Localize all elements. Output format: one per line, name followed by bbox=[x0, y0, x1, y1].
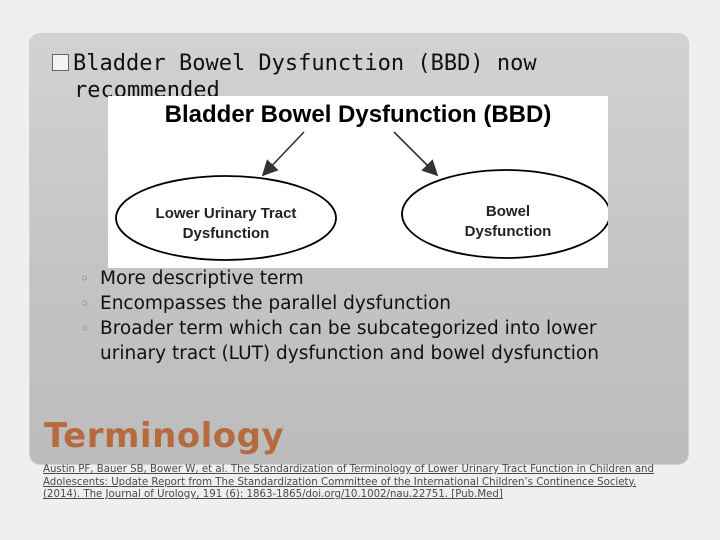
heading-line-1: Bladder Bowel Dysfunction (BBD) now bbox=[73, 51, 537, 76]
left-node-line-2: Dysfunction bbox=[183, 225, 270, 242]
bullet-text: Encompasses the parallel dysfunction bbox=[100, 293, 452, 314]
bullet-marker: ◦ bbox=[80, 294, 90, 313]
left-arrow bbox=[261, 131, 305, 177]
checkbox-square-icon bbox=[52, 54, 69, 71]
bbd-diagram: Bladder Bowel Dysfunction (BBD) Lower Ur… bbox=[108, 96, 608, 268]
slide-title: Terminology bbox=[44, 416, 285, 456]
diagram-svg: Bladder Bowel Dysfunction (BBD) Lower Ur… bbox=[115, 101, 608, 261]
right-node-ellipse bbox=[401, 169, 608, 259]
right-arrow bbox=[393, 131, 439, 177]
heading: Bladder Bowel Dysfunction (BBD) now reco… bbox=[52, 50, 632, 104]
bullet-list: ◦ More descriptive term ◦ Encompasses the … bbox=[80, 266, 650, 366]
left-node-line-1: Lower Urinary Tract bbox=[156, 205, 297, 222]
citation-link[interactable]: Austin PF, Bauer SB, Bower W, et al. The… bbox=[43, 464, 654, 500]
bullet-item: ◦ Encompasses the parallel dysfunction bbox=[80, 291, 650, 316]
right-node-line-1: Bowel bbox=[486, 203, 530, 220]
bullet-item: ◦ Broader term which can be subcategorize… bbox=[80, 316, 650, 366]
bullet-marker: ◦ bbox=[80, 269, 90, 288]
bullet-item: ◦ More descriptive term bbox=[80, 266, 650, 291]
diagram-title: Bladder Bowel Dysfunction (BBD) bbox=[165, 101, 552, 128]
bullet-text: More descriptive term bbox=[100, 268, 304, 289]
right-node-line-2: Dysfunction bbox=[465, 223, 552, 240]
bullet-text: Broader term which can be subcategorized… bbox=[100, 318, 599, 364]
bullet-marker: ◦ bbox=[80, 319, 90, 338]
left-node-ellipse bbox=[115, 175, 337, 261]
